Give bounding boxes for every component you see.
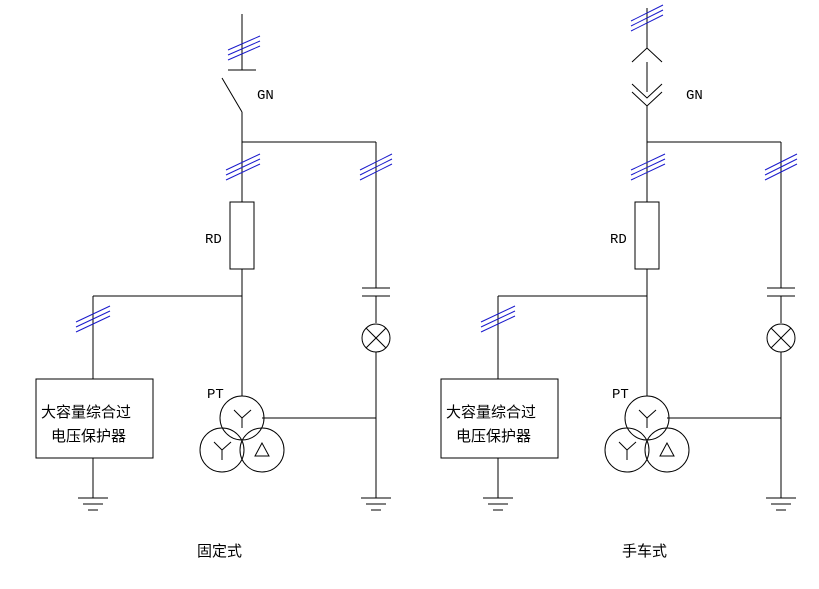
protector-label-line2: 电压保护器 xyxy=(456,427,531,445)
diagram-caption: 固定式 xyxy=(197,542,242,560)
rd-label: RD xyxy=(205,232,222,248)
diagram-caption: 手车式 xyxy=(622,542,667,560)
fuse-rd xyxy=(229,201,255,270)
fixed-type-diagram: GN RD 大容量综合过 电压保护器 PT xyxy=(35,14,393,560)
voltage-transformer-pt xyxy=(199,395,285,473)
wye-symbol xyxy=(213,441,232,460)
indicator-lamp-icon xyxy=(361,323,391,353)
three-phase-mark xyxy=(764,153,798,181)
three-phase-mark xyxy=(227,35,261,61)
protector-box xyxy=(440,378,559,459)
three-phase-mark xyxy=(630,4,664,32)
wye-symbol xyxy=(618,441,637,460)
indicator-lamp-icon xyxy=(766,323,796,353)
three-phase-mark xyxy=(75,305,111,333)
pt-label: PT xyxy=(207,387,224,403)
capacitor xyxy=(362,287,390,297)
delta-symbol xyxy=(254,441,270,457)
plug-in-contact-upper xyxy=(631,47,663,63)
ground-icon xyxy=(483,497,513,511)
ground-icon xyxy=(766,497,796,511)
pt-label: PT xyxy=(612,387,629,403)
gn-label: GN xyxy=(257,88,274,104)
wye-symbol xyxy=(638,409,657,428)
wye-symbol xyxy=(233,409,252,428)
ground-icon xyxy=(361,497,391,511)
fuse-rd xyxy=(634,201,660,270)
three-phase-mark xyxy=(630,153,666,181)
three-phase-mark xyxy=(359,153,393,181)
trolley-type-diagram: GN RD 大容量综合过 电压保护器 PT xyxy=(440,4,798,560)
voltage-transformer-pt xyxy=(604,395,690,473)
delta-symbol xyxy=(659,441,675,457)
three-phase-mark xyxy=(225,153,261,181)
rd-label: RD xyxy=(610,232,627,248)
protector-box xyxy=(35,378,154,459)
three-phase-mark xyxy=(480,305,516,333)
disconnect-switch xyxy=(221,77,243,113)
ground-icon xyxy=(78,497,108,511)
gn-label: GN xyxy=(686,88,703,104)
capacitor xyxy=(767,287,795,297)
protector-label-line1: 大容量综合过 xyxy=(446,403,536,421)
protector-label-line1: 大容量综合过 xyxy=(41,403,131,421)
protector-label-line2: 电压保护器 xyxy=(51,427,126,445)
